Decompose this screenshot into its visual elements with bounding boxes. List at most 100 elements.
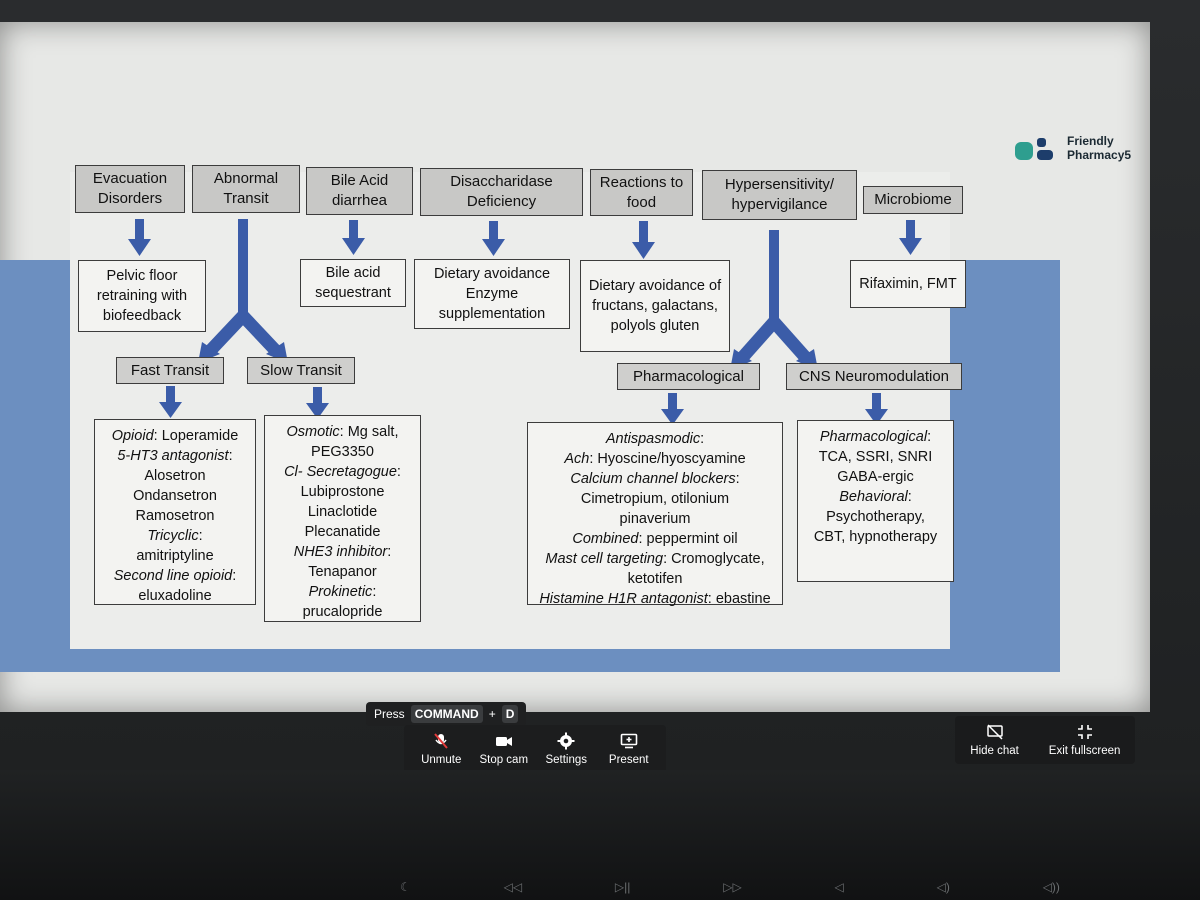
list-item-text: : peppermint oil — [638, 531, 738, 547]
meeting-rightbar: Hide chat Exit fullscreen — [955, 716, 1135, 764]
list-item-text: : — [927, 429, 932, 445]
list-item-text: Ramosetron — [135, 508, 215, 524]
brightness-icon: ☾ — [400, 880, 411, 894]
category-hypersensitivity: Hypersensitivity/ hypervigilance — [702, 170, 857, 220]
list-item-heading: Pharmacological — [819, 429, 928, 445]
tooltip-press: Press — [374, 707, 405, 721]
category-bile-acid: Bile Acid diarrhea — [306, 167, 413, 215]
list-item: Lubiprostone — [301, 482, 385, 502]
list-item: prucalopride — [303, 602, 383, 622]
shortcut-tooltip: Press COMMAND + D — [366, 702, 527, 726]
present-label: Present — [608, 754, 649, 766]
fast-forward-icon: ▷▷ — [723, 880, 742, 894]
list-item-text: Alosetron — [144, 468, 206, 484]
treatment-dietary-enzyme: Dietary avoidance Enzyme supplementation — [414, 259, 570, 329]
friendly-pharmacy-logo: Friendly Pharmacy5 — [1015, 134, 1145, 164]
list-item: Plecanatide — [305, 522, 381, 542]
list-item: ketotifen — [628, 569, 683, 589]
settings-label: Settings — [545, 754, 588, 766]
list-item: Ach: Hyoscine/hyoscyamine — [564, 449, 745, 469]
list-item-heading: Opioid — [111, 428, 154, 444]
list-item-text: Psychotherapy, — [826, 509, 925, 525]
list-item-text: amitriptyline — [136, 548, 214, 564]
list-item-text: CBT, hypnotherapy — [813, 529, 938, 545]
category-reactions-food: Reactions to food — [590, 169, 693, 216]
list-item-text: Tenapanor — [308, 564, 377, 580]
list-item-heading: Tricyclic — [147, 528, 199, 544]
keyboard-function-row: ☾ ◁◁ ▷|| ▷▷ ◁ ◁) ◁)) — [400, 880, 1060, 900]
exit-fullscreen-icon — [1077, 725, 1092, 739]
treatment-enzyme: Enzyme supplementation — [438, 286, 546, 322]
meeting-toolbar: Unmute Stop cam Settings — [404, 725, 666, 773]
list-item-text: : Hyoscine/hyoscyamine — [589, 451, 746, 467]
logo-text: Friendly Pharmacy5 — [1067, 134, 1131, 162]
list-item-text: : ebastine — [707, 591, 771, 607]
rewind-icon: ◁◁ — [503, 880, 523, 894]
list-item: amitriptyline — [136, 546, 213, 566]
list-item-text: : — [372, 584, 377, 600]
list-item-text: : Cromoglycate, — [663, 551, 765, 567]
list-item-heading: Cl- Secretagogue — [284, 464, 397, 480]
hide-chat-button[interactable]: Hide chat — [970, 723, 1020, 757]
chat-off-icon — [986, 724, 1003, 740]
cns-neuromodulation-drugs: Pharmacological: TCA, SSRI, SNRI GABA-ergi… — [797, 420, 954, 582]
list-item-heading: 5-HT3 antagonist — [117, 448, 229, 464]
list-item: Ondansetron — [133, 486, 217, 506]
list-item-text: : — [232, 568, 237, 584]
list-item: Alosetron — [144, 466, 205, 486]
list-item-heading: Second line opioid — [113, 568, 233, 584]
list-item: Second line opioid: — [114, 566, 237, 586]
list-item-heading: Histamine H1R antagonist — [539, 591, 708, 607]
exit-fullscreen-button[interactable]: Exit fullscreen — [1048, 723, 1121, 757]
list-item: TCA, SSRI, SNRI — [819, 447, 933, 467]
list-item-text: : — [387, 544, 392, 560]
list-item: Linaclotide — [308, 502, 377, 522]
exit-fullscreen-label: Exit fullscreen — [1048, 745, 1121, 757]
subcat-pharmacological: Pharmacological — [617, 363, 760, 390]
treatment-dietary-avoidance: Dietary avoidance — [433, 266, 551, 282]
list-item-heading: Mast cell targeting — [545, 551, 664, 567]
list-item-text: : — [700, 431, 705, 447]
stop-cam-button[interactable]: Stop cam — [479, 732, 529, 766]
list-item-text: Linaclotide — [307, 504, 378, 520]
fast-transit-drugs: Opioid: Loperamide 5-HT3 antagonist: Alose… — [94, 419, 256, 605]
settings-button[interactable]: Settings — [541, 732, 591, 766]
hide-chat-label: Hide chat — [970, 745, 1019, 757]
list-item-text: : — [735, 471, 740, 487]
flow-arrows — [128, 219, 922, 425]
category-abnormal-transit: Abnormal Transit — [192, 165, 300, 213]
gear-icon — [557, 732, 575, 750]
subcat-fast-transit: Fast Transit — [116, 357, 224, 384]
tooltip-key-d: D — [501, 705, 519, 723]
list-item-heading: Osmotic — [286, 424, 340, 440]
list-item: Calcium channel blockers: — [570, 469, 739, 489]
list-item: Prokinetic: — [309, 582, 377, 602]
list-item-text: Cimetropium, otilonium — [580, 491, 730, 507]
list-item: Mast cell targeting: Cromoglycate, — [545, 549, 764, 569]
category-disaccharidase: Disaccharidase Deficiency — [420, 168, 583, 216]
unmute-button[interactable]: Unmute — [416, 732, 466, 766]
list-item: Osmotic: Mg salt, — [287, 422, 399, 442]
present-button[interactable]: Present — [604, 732, 654, 766]
list-item-text: GABA-ergic — [837, 469, 914, 485]
play-pause-icon: ▷|| — [614, 880, 631, 894]
list-item-text: Ondansetron — [133, 488, 217, 504]
list-item-text: : Loperamide — [153, 428, 239, 444]
list-item-text: TCA, SSRI, SNRI — [818, 449, 933, 465]
list-item: CBT, hypnotherapy — [814, 527, 937, 547]
list-item: Ramosetron — [136, 506, 215, 526]
list-item-text: Plecanatide — [304, 524, 381, 540]
treatment-pelvic-floor: Pelvic floor retraining with biofeedback — [78, 260, 206, 332]
mute-key-icon: ◁ — [834, 880, 844, 894]
logo-mark-icon — [1015, 138, 1053, 160]
list-item-text: : — [228, 448, 233, 464]
volume-up-icon: ◁)) — [1042, 880, 1060, 894]
list-item-heading: Behavioral — [839, 489, 908, 505]
logo-line1: Friendly — [1067, 134, 1114, 148]
list-item: Antispasmodic: — [606, 429, 704, 449]
list-item: Histamine H1R antagonist: ebastine — [539, 589, 770, 609]
list-item: Opioid: Loperamide — [112, 426, 239, 446]
list-item: Tenapanor — [308, 562, 377, 582]
list-item-text: eluxadoline — [138, 588, 212, 604]
list-item: GABA-ergic — [837, 467, 914, 487]
